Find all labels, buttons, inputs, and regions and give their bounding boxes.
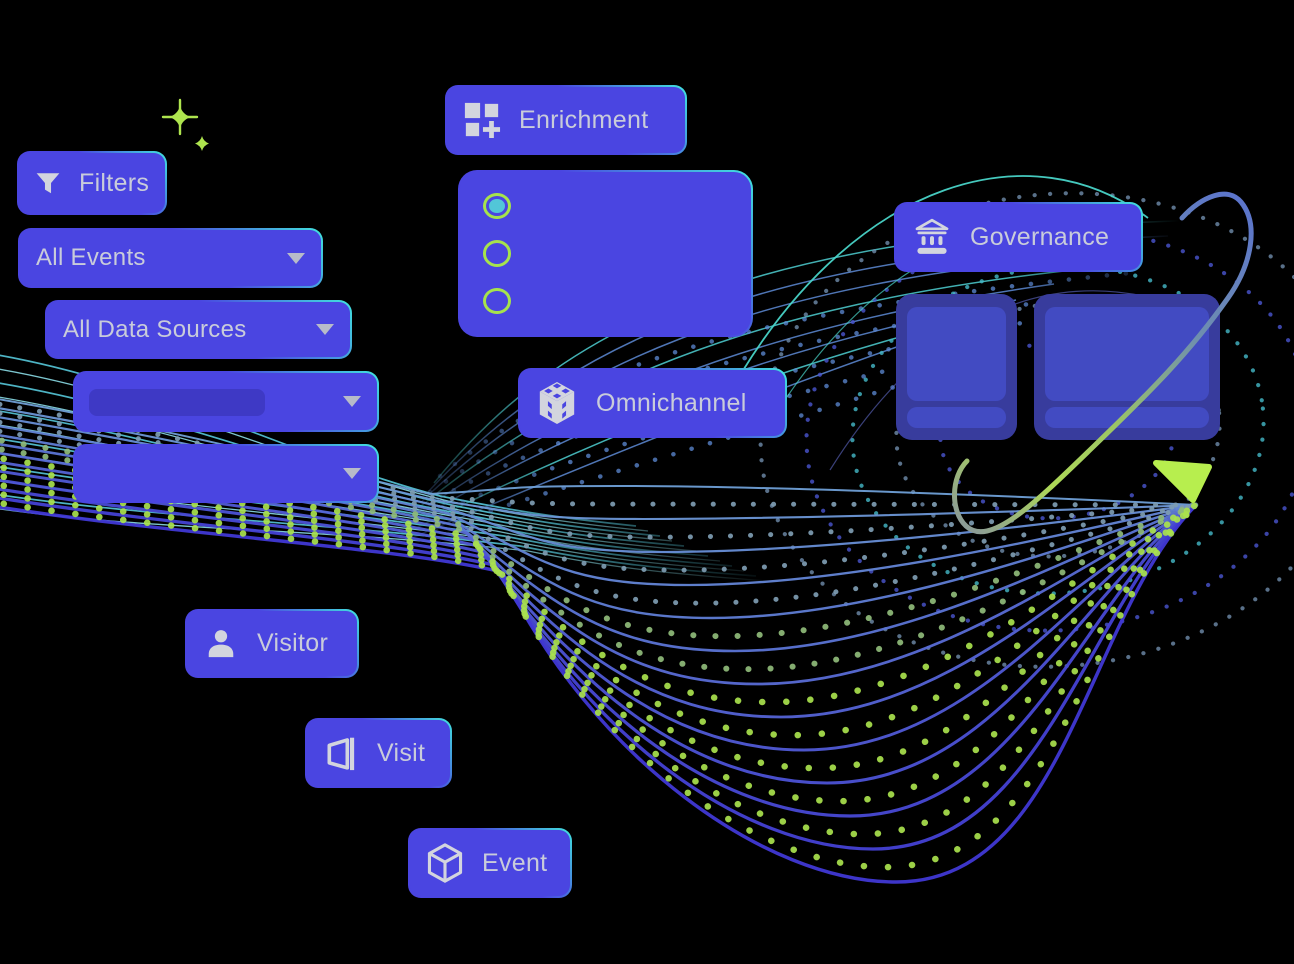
placeholder-card-large: [1034, 294, 1220, 440]
person-icon: [203, 627, 239, 661]
radio-option-2[interactable]: [483, 240, 511, 267]
visitor-button[interactable]: Visitor: [185, 609, 359, 678]
sparkle-icon: [161, 98, 209, 151]
unlabeled-dropdown-1[interactable]: [73, 371, 379, 432]
open-door-icon: [323, 733, 359, 773]
events-dropdown-value: All Events: [36, 244, 146, 271]
filters-label: Filters: [79, 168, 150, 197]
cube-outline-icon: [426, 842, 464, 884]
card-footer-bar: [907, 407, 1006, 428]
data-sources-dropdown[interactable]: All Data Sources: [45, 300, 352, 359]
chevron-down-icon: [316, 324, 334, 335]
governance-label: Governance: [970, 222, 1110, 251]
radio-options-panel: [458, 170, 753, 337]
event-label: Event: [482, 848, 548, 877]
cursor-triangle-icon: [1153, 460, 1212, 503]
enrichment-label: Enrichment: [519, 105, 649, 134]
governance-button[interactable]: Governance: [894, 202, 1143, 272]
omnichannel-label: Omnichannel: [596, 388, 747, 417]
visit-button[interactable]: Visit: [305, 718, 452, 788]
card-content-area: [1045, 307, 1209, 401]
cube-dots-icon: [536, 380, 578, 426]
data-sources-dropdown-value: All Data Sources: [63, 315, 247, 343]
visit-label: Visit: [377, 738, 426, 767]
omnichannel-button[interactable]: Omnichannel: [518, 368, 787, 438]
filter-icon: [35, 171, 61, 196]
visitor-label: Visitor: [257, 629, 329, 657]
grid-plus-icon: [463, 101, 501, 139]
chevron-down-icon: [343, 396, 361, 407]
unlabeled-dropdown-2[interactable]: [73, 444, 379, 503]
placeholder-bar: [89, 389, 265, 416]
radio-option-1[interactable]: [483, 193, 511, 220]
chevron-down-icon: [287, 252, 305, 264]
card-content-area: [907, 307, 1006, 401]
radio-option-3[interactable]: [483, 287, 511, 314]
bank-icon: [912, 217, 952, 257]
enrichment-button[interactable]: Enrichment: [445, 85, 687, 155]
events-dropdown[interactable]: All Events: [18, 228, 323, 288]
event-button[interactable]: Event: [408, 828, 572, 898]
card-footer-bar: [1045, 407, 1209, 428]
filters-button[interactable]: Filters: [17, 151, 167, 215]
chevron-down-icon: [343, 468, 361, 479]
placeholder-card-small: [896, 294, 1017, 440]
